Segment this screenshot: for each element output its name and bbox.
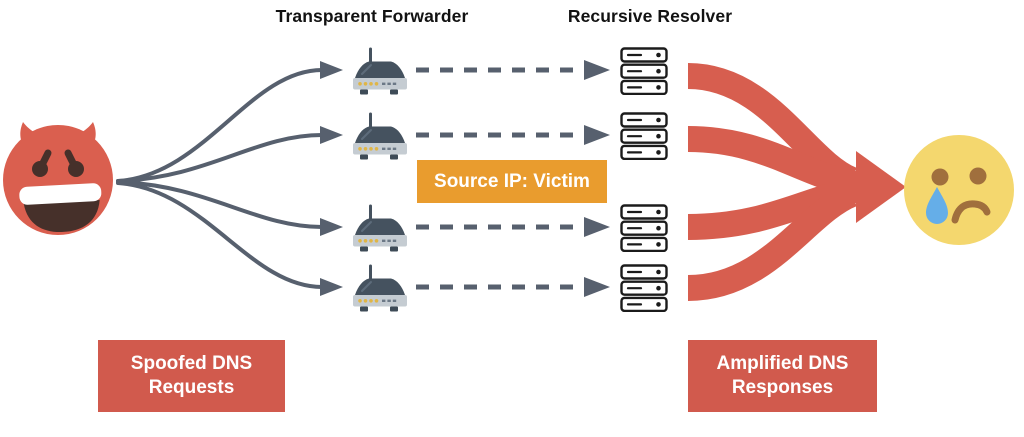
forwarded-query-arrowheads xyxy=(584,60,610,297)
server-stack-icon xyxy=(620,204,668,252)
spoofed-request-arrows xyxy=(116,68,324,289)
server-stack-icon xyxy=(620,47,668,95)
devil-face-icon xyxy=(3,122,113,235)
crying-face-icon xyxy=(904,135,1014,245)
source-ip-victim-badge: Source IP: Victim xyxy=(417,160,607,203)
recursive-resolver-header: Recursive Resolver xyxy=(567,6,733,26)
router-icon xyxy=(352,47,408,96)
forwarded-query-arrows xyxy=(416,67,584,290)
amplified-dns-responses-badge: Amplified DNS Responses xyxy=(688,340,877,412)
amplified-response-arrowhead xyxy=(856,151,906,223)
spoofed-request-arrowheads xyxy=(320,61,343,296)
router-icon xyxy=(352,264,408,313)
router-icon xyxy=(352,112,408,161)
server-stack-icon xyxy=(620,112,668,160)
router-icon xyxy=(352,204,408,253)
server-stack-icon xyxy=(620,264,668,312)
spoofed-dns-requests-badge: Spoofed DNS Requests xyxy=(98,340,285,412)
transparent-forwarder-header: Transparent Forwarder xyxy=(275,6,469,26)
amplified-response-arrows xyxy=(687,63,858,301)
